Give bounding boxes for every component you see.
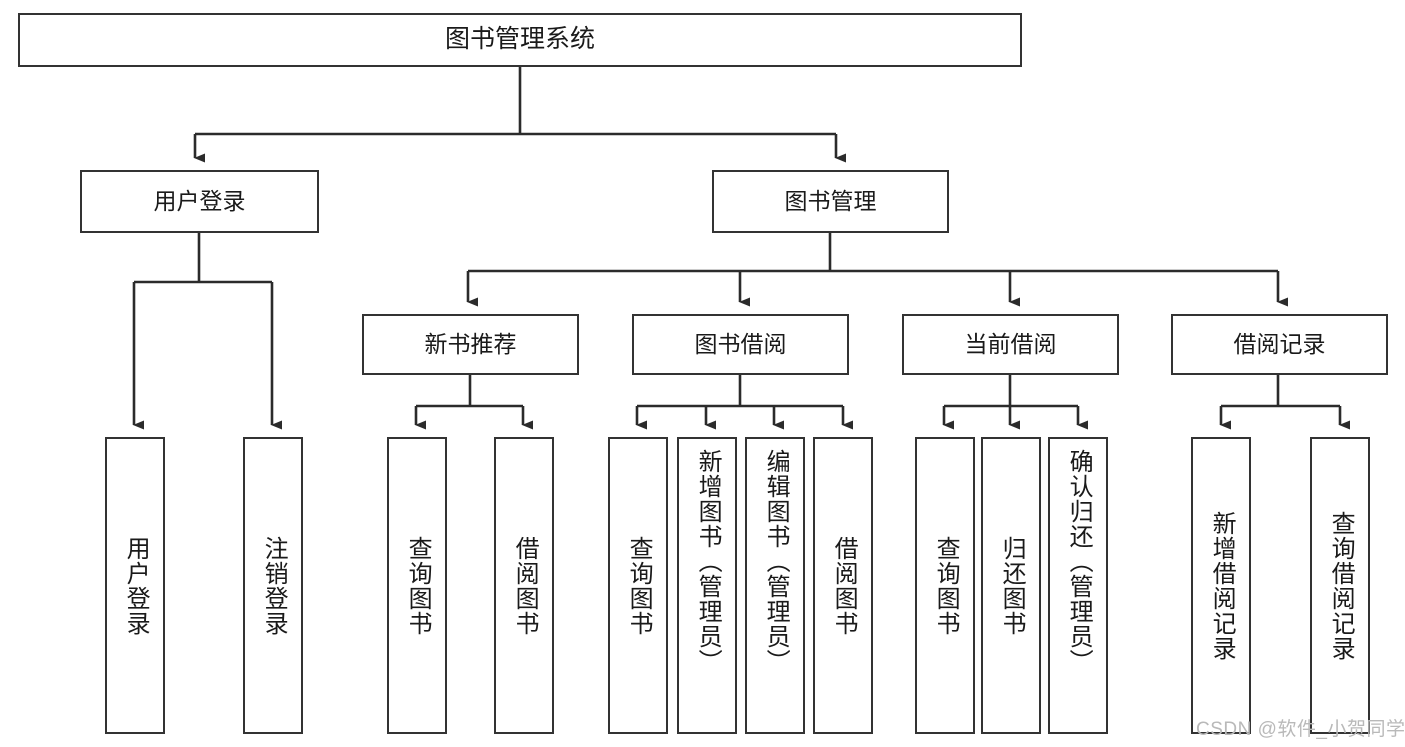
leaf-confirm-return-admin[interactable]: 确认归还（管理员） <box>1048 437 1108 734</box>
leaf-query-book-3[interactable]: 查询图书 <box>915 437 975 734</box>
node-book-management[interactable]: 图书管理 <box>712 170 949 233</box>
leaf-query-book-2[interactable]: 查询图书 <box>608 437 668 734</box>
node-book-borrow[interactable]: 图书借阅 <box>632 314 849 375</box>
node-user-login[interactable]: 用户登录 <box>80 170 319 233</box>
csdn-watermark: CSDN @软件_小贺同学 <box>1196 719 1405 740</box>
node-root-system[interactable]: 图书管理系统 <box>18 13 1022 67</box>
node-current-borrow[interactable]: 当前借阅 <box>902 314 1119 375</box>
leaf-logout[interactable]: 注销登录 <box>243 437 303 734</box>
node-new-book-recommend[interactable]: 新书推荐 <box>362 314 579 375</box>
leaf-borrow-book-2[interactable]: 借阅图书 <box>813 437 873 734</box>
leaf-edit-book-admin[interactable]: 编辑图书（管理员） <box>745 437 805 734</box>
leaf-add-borrow-record[interactable]: 新增借阅记录 <box>1191 437 1251 734</box>
leaf-add-book-admin[interactable]: 新增图书（管理员） <box>677 437 737 734</box>
leaf-query-borrow-record[interactable]: 查询借阅记录 <box>1310 437 1370 734</box>
leaf-user-login[interactable]: 用户登录 <box>105 437 165 734</box>
leaf-borrow-book-1[interactable]: 借阅图书 <box>494 437 554 734</box>
leaf-return-book[interactable]: 归还图书 <box>981 437 1041 734</box>
node-borrow-record[interactable]: 借阅记录 <box>1171 314 1388 375</box>
leaf-query-book-1[interactable]: 查询图书 <box>387 437 447 734</box>
